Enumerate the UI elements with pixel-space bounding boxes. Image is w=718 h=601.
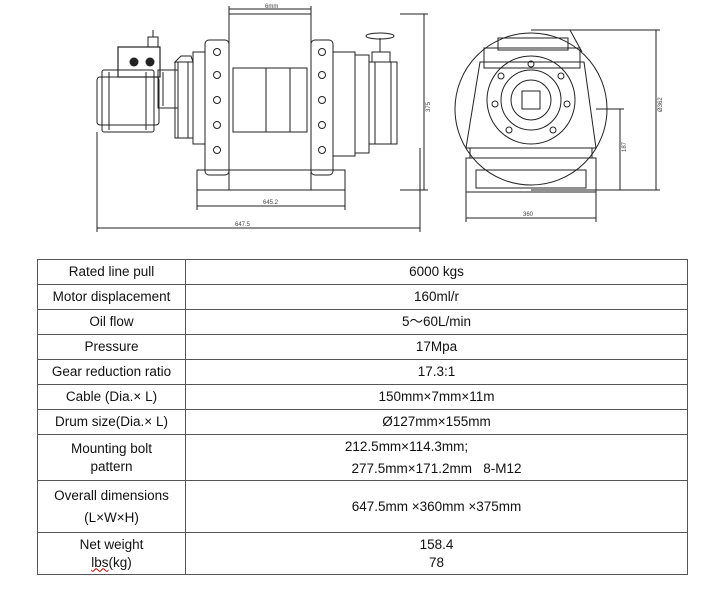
spec-value: 6000 kgs <box>185 259 688 285</box>
spec-row-net-weight: Net weight lbs(kg) 158.4 78 <box>37 532 688 575</box>
spec-label: Mounting bolt pattern <box>37 434 186 481</box>
spec-label: Overall dimensions (L×W×H) <box>37 480 186 533</box>
mounting-label-line-2: pattern <box>90 458 133 474</box>
specifications-table: Rated line pull 6000 kgs Motor displacem… <box>37 259 688 575</box>
right-flange <box>310 32 398 176</box>
spec-value: 647.5mm ×360mm ×375mm <box>185 480 688 533</box>
weight-value-lbs: 158.4 <box>419 536 454 552</box>
spec-value: 5～60L/min <box>185 309 688 335</box>
spec-label: Motor displacement <box>37 284 186 310</box>
side-view <box>96 6 428 232</box>
spec-label: Cable (Dia.× L) <box>37 384 186 410</box>
dim-front-width: 360 <box>523 212 534 218</box>
spec-label: Rated line pull <box>37 259 186 285</box>
dim-front-diameter: Ø362 <box>658 97 664 112</box>
spec-label: Gear reduction ratio <box>37 359 186 385</box>
weight-label-line-1: Net weight <box>79 536 144 552</box>
spec-value: 212.5mm×114.3mm; 277.5mm×171.2mm 8-M12 <box>185 434 688 481</box>
spec-label: Drum size(Dia.× L) <box>37 409 186 435</box>
spec-value: 17.3:1 <box>185 359 688 385</box>
base-frame <box>96 13 428 232</box>
weight-label-kg: (kg) <box>108 554 132 570</box>
weight-label-lbs: lbs <box>91 554 109 570</box>
spec-row-drum-size: Drum size(Dia.× L) Ø127mm×155mm <box>37 409 688 435</box>
mounting-label-line-1: Mounting bolt <box>70 440 153 456</box>
spec-row-cable: Cable (Dia.× L) 150mm×7mm×11m <box>37 384 688 410</box>
spec-value: 160ml/r <box>185 284 688 310</box>
dim-side-overall-width: 647.5 <box>235 222 251 228</box>
dim-side-top: 6mm <box>265 4 278 10</box>
dim-front-height: 187 <box>622 141 628 152</box>
spec-value: 150mm×7mm×11m <box>185 384 688 410</box>
weight-value-kg: 78 <box>428 554 445 570</box>
overall-label-line-2: (L×W×H) <box>84 509 139 525</box>
spec-row-gear-ratio: Gear reduction ratio 17.3:1 <box>37 359 688 385</box>
spec-row-overall-dimensions: Overall dimensions (L×W×H) 647.5mm ×360m… <box>37 480 688 533</box>
spec-row-mounting-bolt: Mounting bolt pattern 212.5mm×114.3mm; 2… <box>37 434 688 481</box>
spec-row-motor-displacement: Motor displacement 160ml/r <box>37 284 688 310</box>
front-view <box>454 29 660 222</box>
spec-row-oil-flow: Oil flow 5～60L/min <box>37 309 688 335</box>
drum <box>228 6 312 191</box>
hydraulic-motor <box>96 30 179 133</box>
spec-label: Net weight lbs(kg) <box>37 532 186 575</box>
spec-value: Ø127mm×155mm <box>185 409 688 435</box>
dim-side-height: 375 <box>426 101 432 112</box>
overall-label-line-1: Overall dimensions <box>54 487 169 503</box>
spec-row-rated-line-pull: Rated line pull 6000 kgs <box>37 259 688 285</box>
gearbox <box>173 51 206 145</box>
winch-technical-drawing: 6mm 645.2 647.5 375 360 Ø362 187 <box>96 4 664 232</box>
spec-row-pressure: Pressure 17Mpa <box>37 334 688 360</box>
mounting-value-line-2: 277.5mm×171.2mm 8-M12 <box>351 460 522 476</box>
spec-label: Oil flow <box>37 309 186 335</box>
spec-value: 158.4 78 <box>185 532 688 575</box>
mounting-value-line-1: 212.5mm×114.3mm; <box>344 438 469 454</box>
dim-side-inner-width: 645.2 <box>263 200 279 206</box>
weight-label-line-2: lbs(kg) <box>42 554 181 572</box>
spec-value: 17Mpa <box>185 334 688 360</box>
left-flange <box>204 39 230 176</box>
spec-label: Pressure <box>37 334 186 360</box>
